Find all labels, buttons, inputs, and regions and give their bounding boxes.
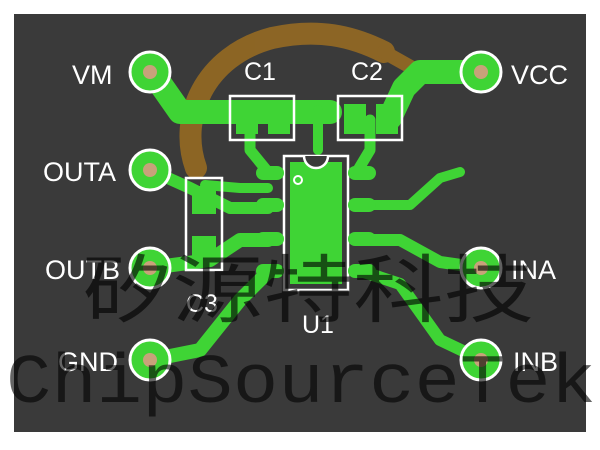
trace-ic-stub: [353, 167, 465, 210]
label-gnd: GND: [58, 347, 118, 377]
pad-gnd: [128, 338, 172, 382]
capacitor-c2: [336, 94, 404, 142]
pad-ina: [459, 246, 503, 290]
ic-u1: [256, 154, 376, 292]
pad-outa: [128, 148, 172, 192]
trace-inb: [352, 264, 488, 366]
pad-outb: [128, 246, 172, 290]
connector-pads-right: [459, 50, 503, 382]
label-c1: C1: [244, 58, 276, 86]
pad-vm: [128, 50, 172, 94]
trace-c3: [200, 180, 273, 193]
capacitor-c1: [228, 94, 296, 142]
label-outa: OUTA: [43, 157, 116, 187]
connector-pads-left: [128, 50, 172, 382]
pad-vcc: [459, 50, 503, 94]
label-c3: C3: [186, 290, 218, 318]
capacitor-c3: [184, 176, 224, 272]
label-c2: C2: [351, 58, 383, 86]
label-ina: INA: [511, 255, 556, 285]
label-inb: INB: [513, 347, 558, 377]
label-vcc: VCC: [511, 60, 568, 90]
watermark-english: ChipSourceTek: [6, 345, 596, 424]
trace-outb: [143, 233, 275, 275]
trace-c2-ic: [352, 114, 376, 176]
label-outb: OUTB: [45, 255, 120, 285]
label-u1: U1: [302, 311, 334, 339]
label-vm: VM: [72, 60, 113, 90]
pad-inb: [459, 338, 503, 382]
trace-gnd: [143, 265, 275, 367]
watermark-chinese: 矽源特科技: [82, 248, 534, 334]
trace-c2-vcc: [378, 60, 492, 130]
